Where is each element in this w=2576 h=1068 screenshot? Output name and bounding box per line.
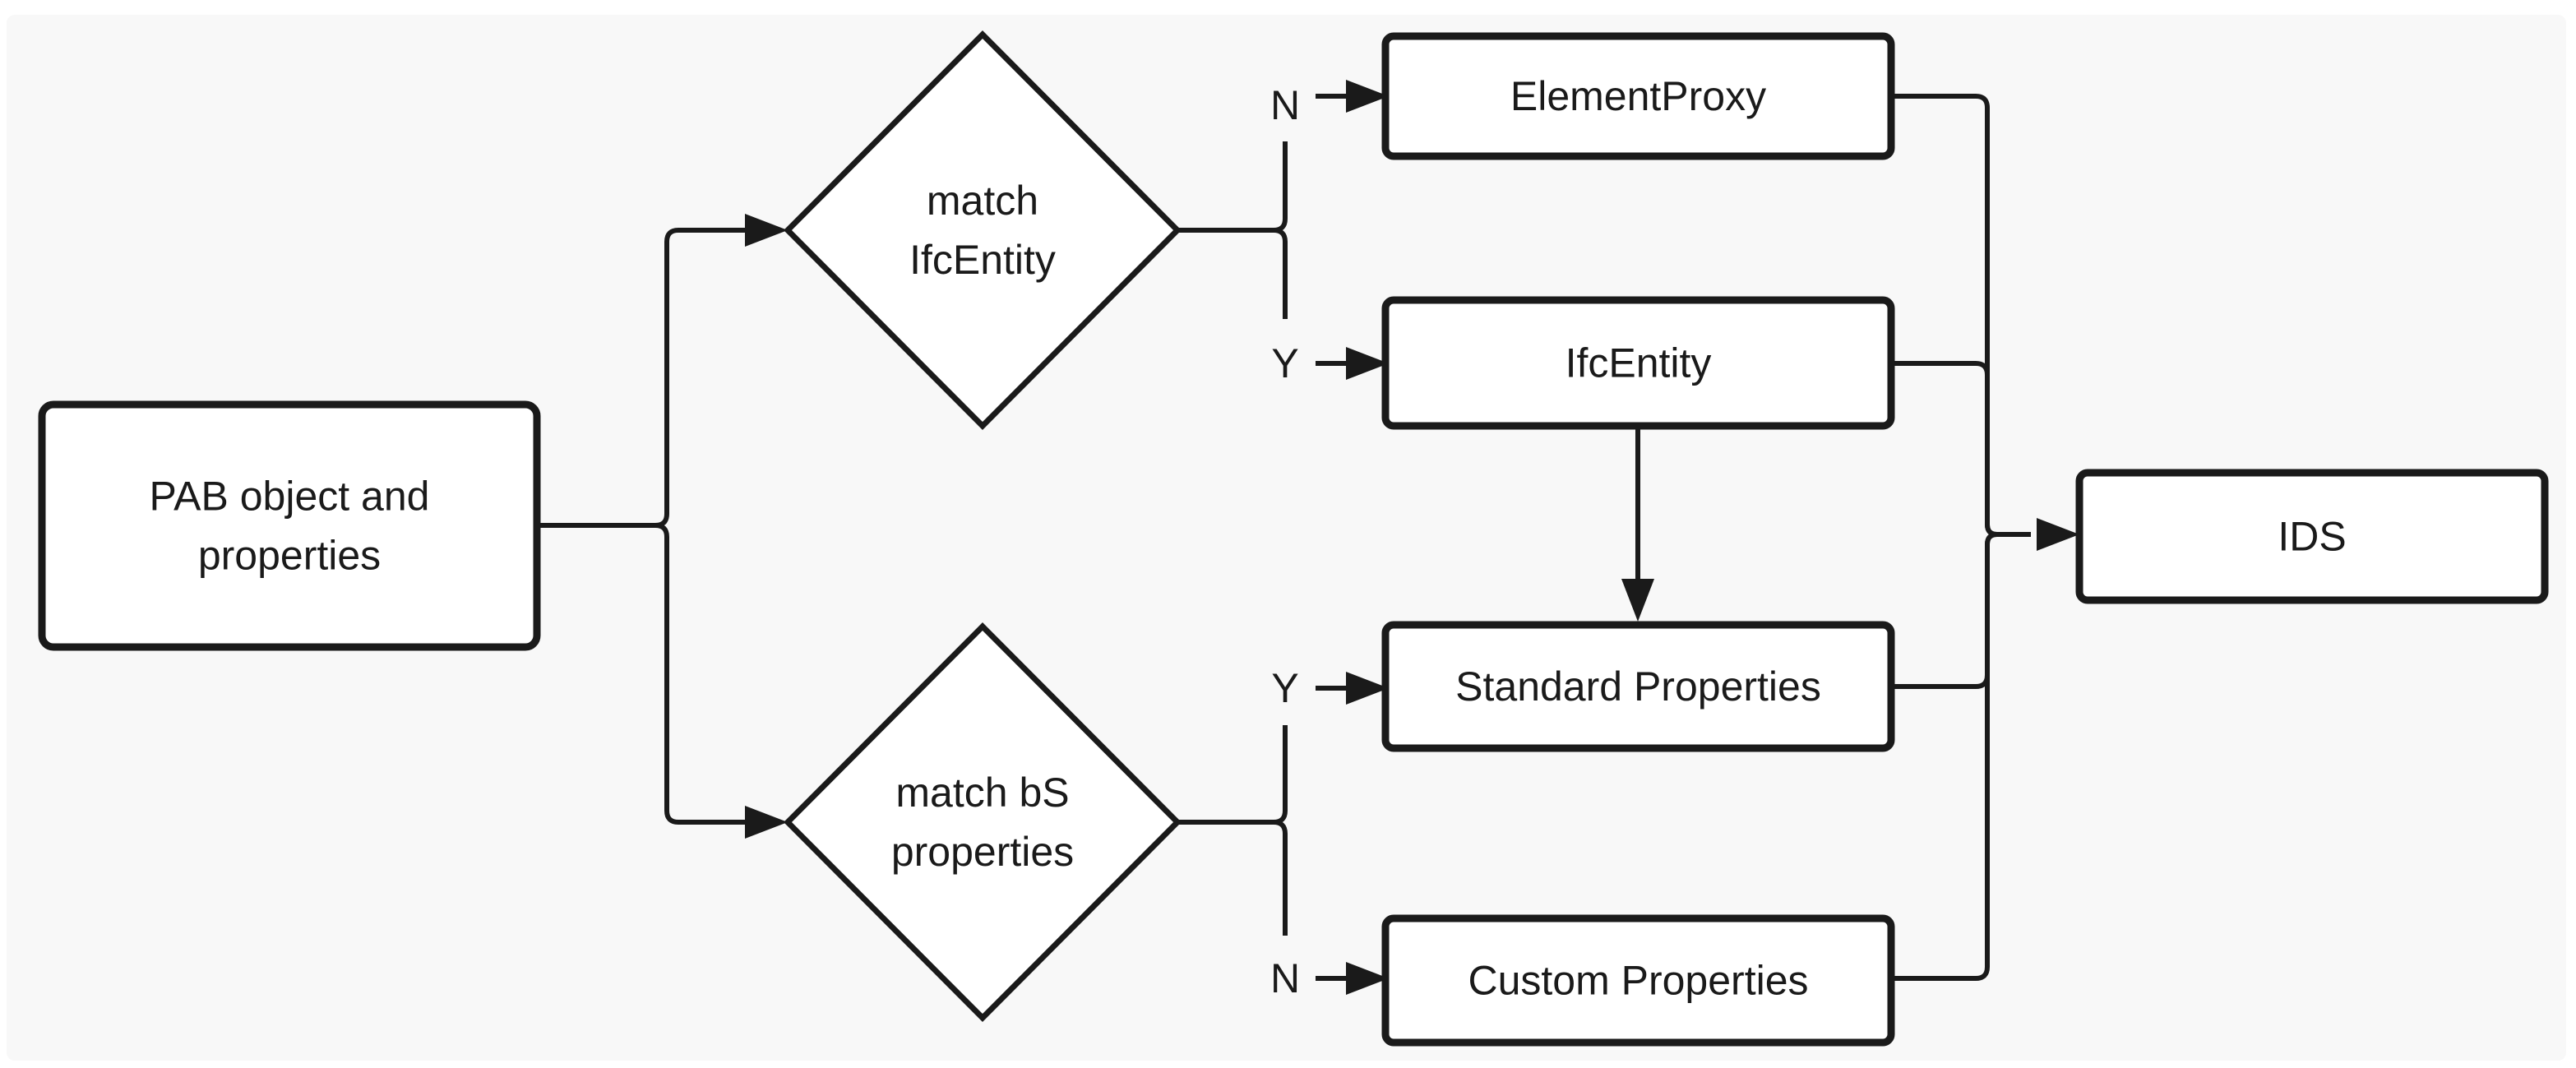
branch-label-y-bottom: Y bbox=[1271, 665, 1298, 711]
arrowhead-head-into-ids bbox=[2037, 518, 2079, 551]
ifcentity-label: IfcEntity bbox=[1565, 340, 1712, 386]
pab-shape bbox=[38, 400, 541, 651]
branch-label-y-top: Y bbox=[1271, 340, 1298, 386]
match-bs-shape bbox=[784, 622, 1182, 1022]
edge-pab-to-match-bs bbox=[537, 523, 747, 825]
ids-shape bbox=[2075, 469, 2549, 604]
arrowhead-head-into-ifcentity bbox=[1346, 347, 1389, 380]
standard-properties-shape bbox=[1381, 621, 1895, 752]
elementproxy-label: ElementProxy bbox=[1510, 73, 1766, 119]
arrowhead-head-into-elementproxy bbox=[1346, 80, 1389, 113]
node-standard-properties: Standard Properties bbox=[1381, 621, 1895, 752]
arrowhead-head-into-custom bbox=[1346, 962, 1389, 995]
elementproxy-shape bbox=[1381, 32, 1895, 160]
ifcentity-shape bbox=[1381, 296, 1895, 430]
branch-label-n-bottom: N bbox=[1270, 955, 1300, 1001]
branch-label-n-top: N bbox=[1270, 82, 1300, 128]
node-elementproxy: ElementProxy bbox=[1381, 32, 1895, 160]
ids-label: IDS bbox=[2278, 514, 2346, 560]
custom-properties-label: Custom Properties bbox=[1468, 958, 1808, 1004]
node-custom-properties: Custom Properties bbox=[1381, 914, 1895, 1047]
edge-match-ifcentity-to-y bbox=[1177, 228, 1288, 319]
node-ids: IDS bbox=[2075, 469, 2549, 604]
arrowhead-head-into-standard-top bbox=[1621, 579, 1654, 622]
edge-custom-to-collector bbox=[1891, 532, 2031, 981]
arrowhead-head-into-match-bs bbox=[745, 806, 788, 839]
edge-match-bs-to-n bbox=[1177, 820, 1288, 936]
match-ifcentity-shape bbox=[784, 30, 1182, 430]
arrowhead-head-into-standard-left bbox=[1346, 672, 1389, 705]
custom-properties-shape bbox=[1381, 914, 1895, 1047]
node-ifcentity: IfcEntity bbox=[1381, 296, 1895, 430]
arrowhead-head-into-match-ifcentity bbox=[745, 214, 788, 247]
diagram-background bbox=[7, 15, 2566, 1061]
standard-properties-label: Standard Properties bbox=[1455, 663, 1821, 710]
